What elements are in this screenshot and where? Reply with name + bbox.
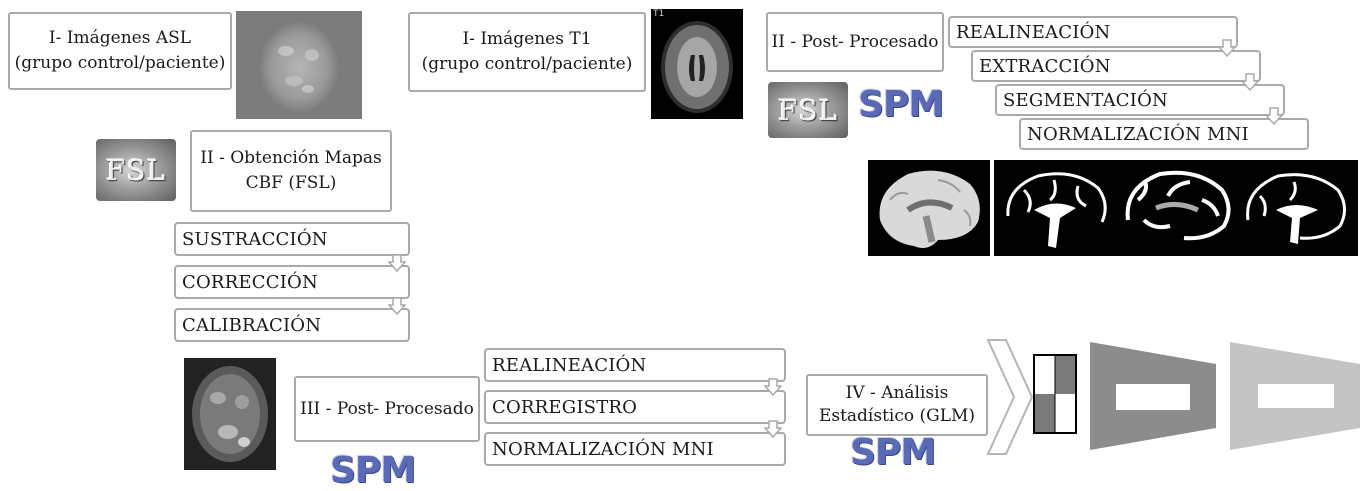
down-arrow-icon (388, 254, 406, 272)
fsl-logo-post: FSL (768, 82, 848, 138)
step-label: NORMALIZACIÓN MNI (492, 438, 714, 460)
down-arrow-icon (1218, 39, 1236, 57)
obtencion-subtitle: CBF (FSL) (245, 173, 337, 193)
chevron-right-icon (986, 339, 1034, 455)
spm-logo-t1: SPM (858, 84, 944, 125)
step-calibracion: CALIBRACIÓN (174, 308, 410, 342)
step-normalizacion-t1: NORMALIZACIÓN MNI (1019, 118, 1309, 150)
step-segmentacion: SEGMENTACIÓN (995, 84, 1285, 116)
analisis-estadistico-box: IV - Análisis Estadístico (GLM) (806, 374, 988, 436)
down-arrow-icon (1241, 73, 1259, 91)
asl-brain-image (236, 11, 362, 119)
result-shape-dark (1090, 342, 1216, 450)
analisis-subtitle: Estadístico (GLM) (818, 406, 976, 426)
fsl-logo-obtencion: FSL (96, 139, 176, 201)
down-arrow-icon (764, 378, 782, 396)
step-normalizacion-asl: NORMALIZACIÓN MNI (484, 432, 786, 466)
step-sustraccion: SUSTRACCIÓN (174, 222, 410, 256)
obtencion-title: II - Obtención Mapas (200, 148, 382, 168)
step-label: EXTRACCIÓN (979, 55, 1111, 77)
step-label: CORRECCIÓN (182, 271, 318, 293)
asl-images-title: I- Imágenes ASL (48, 28, 192, 48)
fsl-logo-text: FSL (105, 153, 167, 187)
fsl-logo-text: FSL (777, 93, 839, 127)
step-realineacion-asl: REALINEACIÓN (484, 348, 786, 382)
t1-brain-image: T1 (651, 9, 743, 119)
step-label: CORREGISTRO (492, 396, 638, 418)
step-label: REALINEACIÓN (492, 354, 647, 376)
segmentation-images (994, 160, 1358, 256)
t1-images-box: I- Imágenes T1 (grupo control/paciente) (408, 12, 646, 92)
step-realineacion-t1: REALINEACIÓN (948, 16, 1238, 48)
design-matrix (1033, 354, 1077, 434)
spm-logo-asl: SPM (330, 450, 416, 491)
t1-images-title: I- Imágenes T1 (462, 29, 592, 49)
step-correccion: CORRECCIÓN (174, 265, 410, 299)
brain-sagittal-image (868, 160, 990, 256)
post-procesado-t1-label: II - Post- Procesado (771, 31, 939, 52)
down-arrow-icon (388, 297, 406, 315)
t1-image-label: T1 (653, 9, 665, 19)
result-shape-light (1230, 342, 1360, 450)
step-label: REALINEACIÓN (956, 21, 1111, 43)
down-arrow-icon (764, 420, 782, 438)
step-label: SUSTRACCIÓN (182, 228, 328, 250)
post-procesado-t1-box: II - Post- Procesado (766, 12, 944, 72)
spm-logo-analisis: SPM (850, 432, 936, 473)
down-arrow-icon (1265, 107, 1283, 125)
step-extraccion: EXTRACCIÓN (971, 50, 1261, 82)
obtencion-mapas-box: II - Obtención Mapas CBF (FSL) (190, 130, 392, 212)
asl-images-box: I- Imágenes ASL (grupo control/paciente) (8, 12, 232, 90)
post-procesado-asl-box: III - Post- Procesado (294, 376, 480, 442)
step-label: NORMALIZACIÓN MNI (1027, 123, 1249, 145)
step-label: CALIBRACIÓN (182, 314, 322, 336)
cbf-map-image (184, 358, 276, 470)
step-label: SEGMENTACIÓN (1003, 89, 1168, 111)
analisis-title: IV - Análisis (845, 383, 949, 403)
asl-images-subtitle: (grupo control/paciente) (14, 53, 226, 73)
step-corregistro: CORREGISTRO (484, 390, 786, 424)
t1-images-subtitle: (grupo control/paciente) (421, 54, 633, 74)
post-procesado-asl-label: III - Post- Procesado (300, 398, 474, 419)
